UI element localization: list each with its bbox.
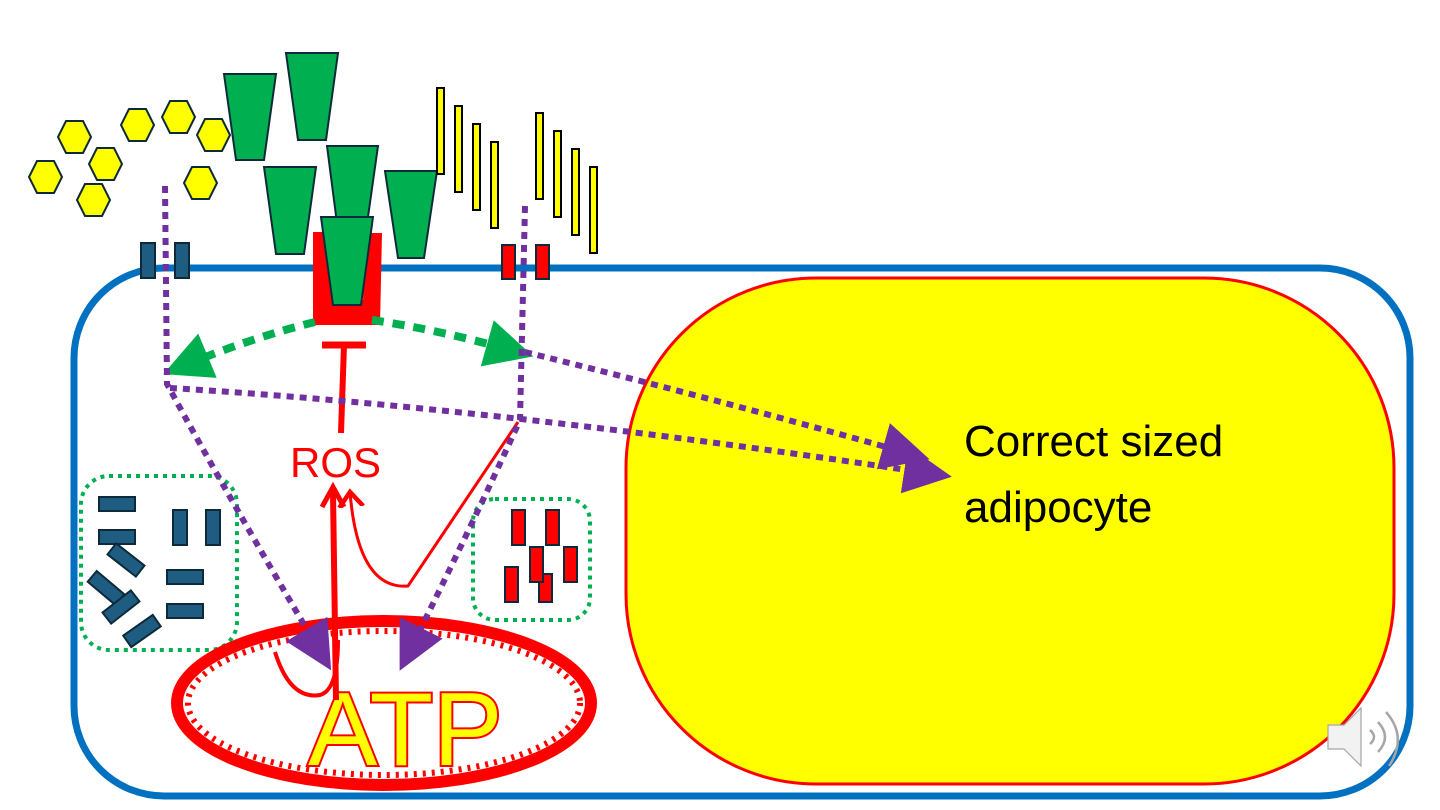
- channel-subunit: [174, 242, 190, 279]
- ros-inhibition: [322, 341, 366, 434]
- ros-loop: [273, 639, 340, 698]
- channel-subunit: [98, 529, 136, 545]
- adipocyte-label-line1: Correct sized: [964, 417, 1223, 466]
- pathway-left-to-adipocyte: [169, 385, 952, 494]
- bar-icon: [535, 112, 544, 200]
- bar-icon: [571, 148, 580, 236]
- green-pathway-left: [163, 318, 316, 378]
- hexagon-icon: [87, 147, 124, 181]
- bar-ligands: [436, 87, 598, 254]
- bound-ligand: [319, 216, 375, 306]
- channel-subunit: [166, 603, 204, 619]
- ros-feedback-path: [350, 421, 520, 588]
- lipid-droplet: [624, 276, 1396, 786]
- channel-subunit: [98, 496, 136, 512]
- ros-production-arrow: [330, 491, 339, 701]
- hexagon-ligands: [27, 100, 232, 217]
- channel-subunit: [511, 509, 526, 546]
- channel-subunit: [563, 546, 578, 583]
- channel-subunit: [205, 509, 221, 546]
- channel-subunit: [166, 569, 204, 585]
- bar-icon: [490, 141, 499, 229]
- channel-subunit: [535, 244, 550, 280]
- bar-icon: [454, 105, 463, 193]
- red-channel: [501, 244, 550, 280]
- blue-channel: [140, 242, 190, 279]
- blue-channel-pool: [86, 496, 221, 649]
- hexagon-icon: [182, 166, 219, 200]
- hexagon-icon: [75, 183, 112, 217]
- channel-subunit: [121, 613, 163, 649]
- bar-icon: [436, 87, 445, 175]
- cell-membrane: [70, 264, 1414, 800]
- pathway-right-to-adipocyte: [524, 349, 930, 470]
- red-channel-cluster: [471, 497, 592, 622]
- channel-subunit: [106, 541, 146, 579]
- channel-subunit: [504, 566, 519, 603]
- speaker-icon[interactable]: [1327, 706, 1399, 768]
- trapezoid-icon: [262, 166, 318, 255]
- bar-icon: [553, 130, 562, 218]
- trapezoid-icon: [383, 170, 439, 259]
- red-channel-pool: [504, 509, 578, 603]
- channel-subunit: [140, 242, 156, 279]
- trapezoid-ligands: [222, 52, 439, 259]
- purple-pathways: [162, 185, 952, 671]
- trapezoid-icon: [222, 73, 278, 161]
- hexagon-icon: [56, 120, 93, 154]
- atp-label: ATP: [308, 672, 503, 788]
- channel-subunit: [172, 509, 188, 546]
- hexagon-icon: [119, 108, 156, 142]
- channel-subunit: [529, 546, 544, 583]
- adipocyte-label-line2: adipocyte: [964, 483, 1152, 532]
- green-pathway-right: [371, 316, 534, 367]
- bar-icon: [472, 123, 481, 211]
- mitochondrion-cristae: [185, 628, 583, 778]
- bar-icon: [589, 166, 598, 254]
- trapezoid-icon: [284, 52, 340, 141]
- channel-subunit: [545, 509, 560, 546]
- mitochondrion: [171, 615, 597, 791]
- channel-subunit: [101, 588, 141, 626]
- ros-label: ROS: [290, 439, 381, 486]
- hexagon-icon: [27, 160, 64, 194]
- hexagon-icon: [160, 100, 197, 134]
- hexagon-icon: [195, 118, 232, 152]
- channel-subunit: [501, 244, 516, 280]
